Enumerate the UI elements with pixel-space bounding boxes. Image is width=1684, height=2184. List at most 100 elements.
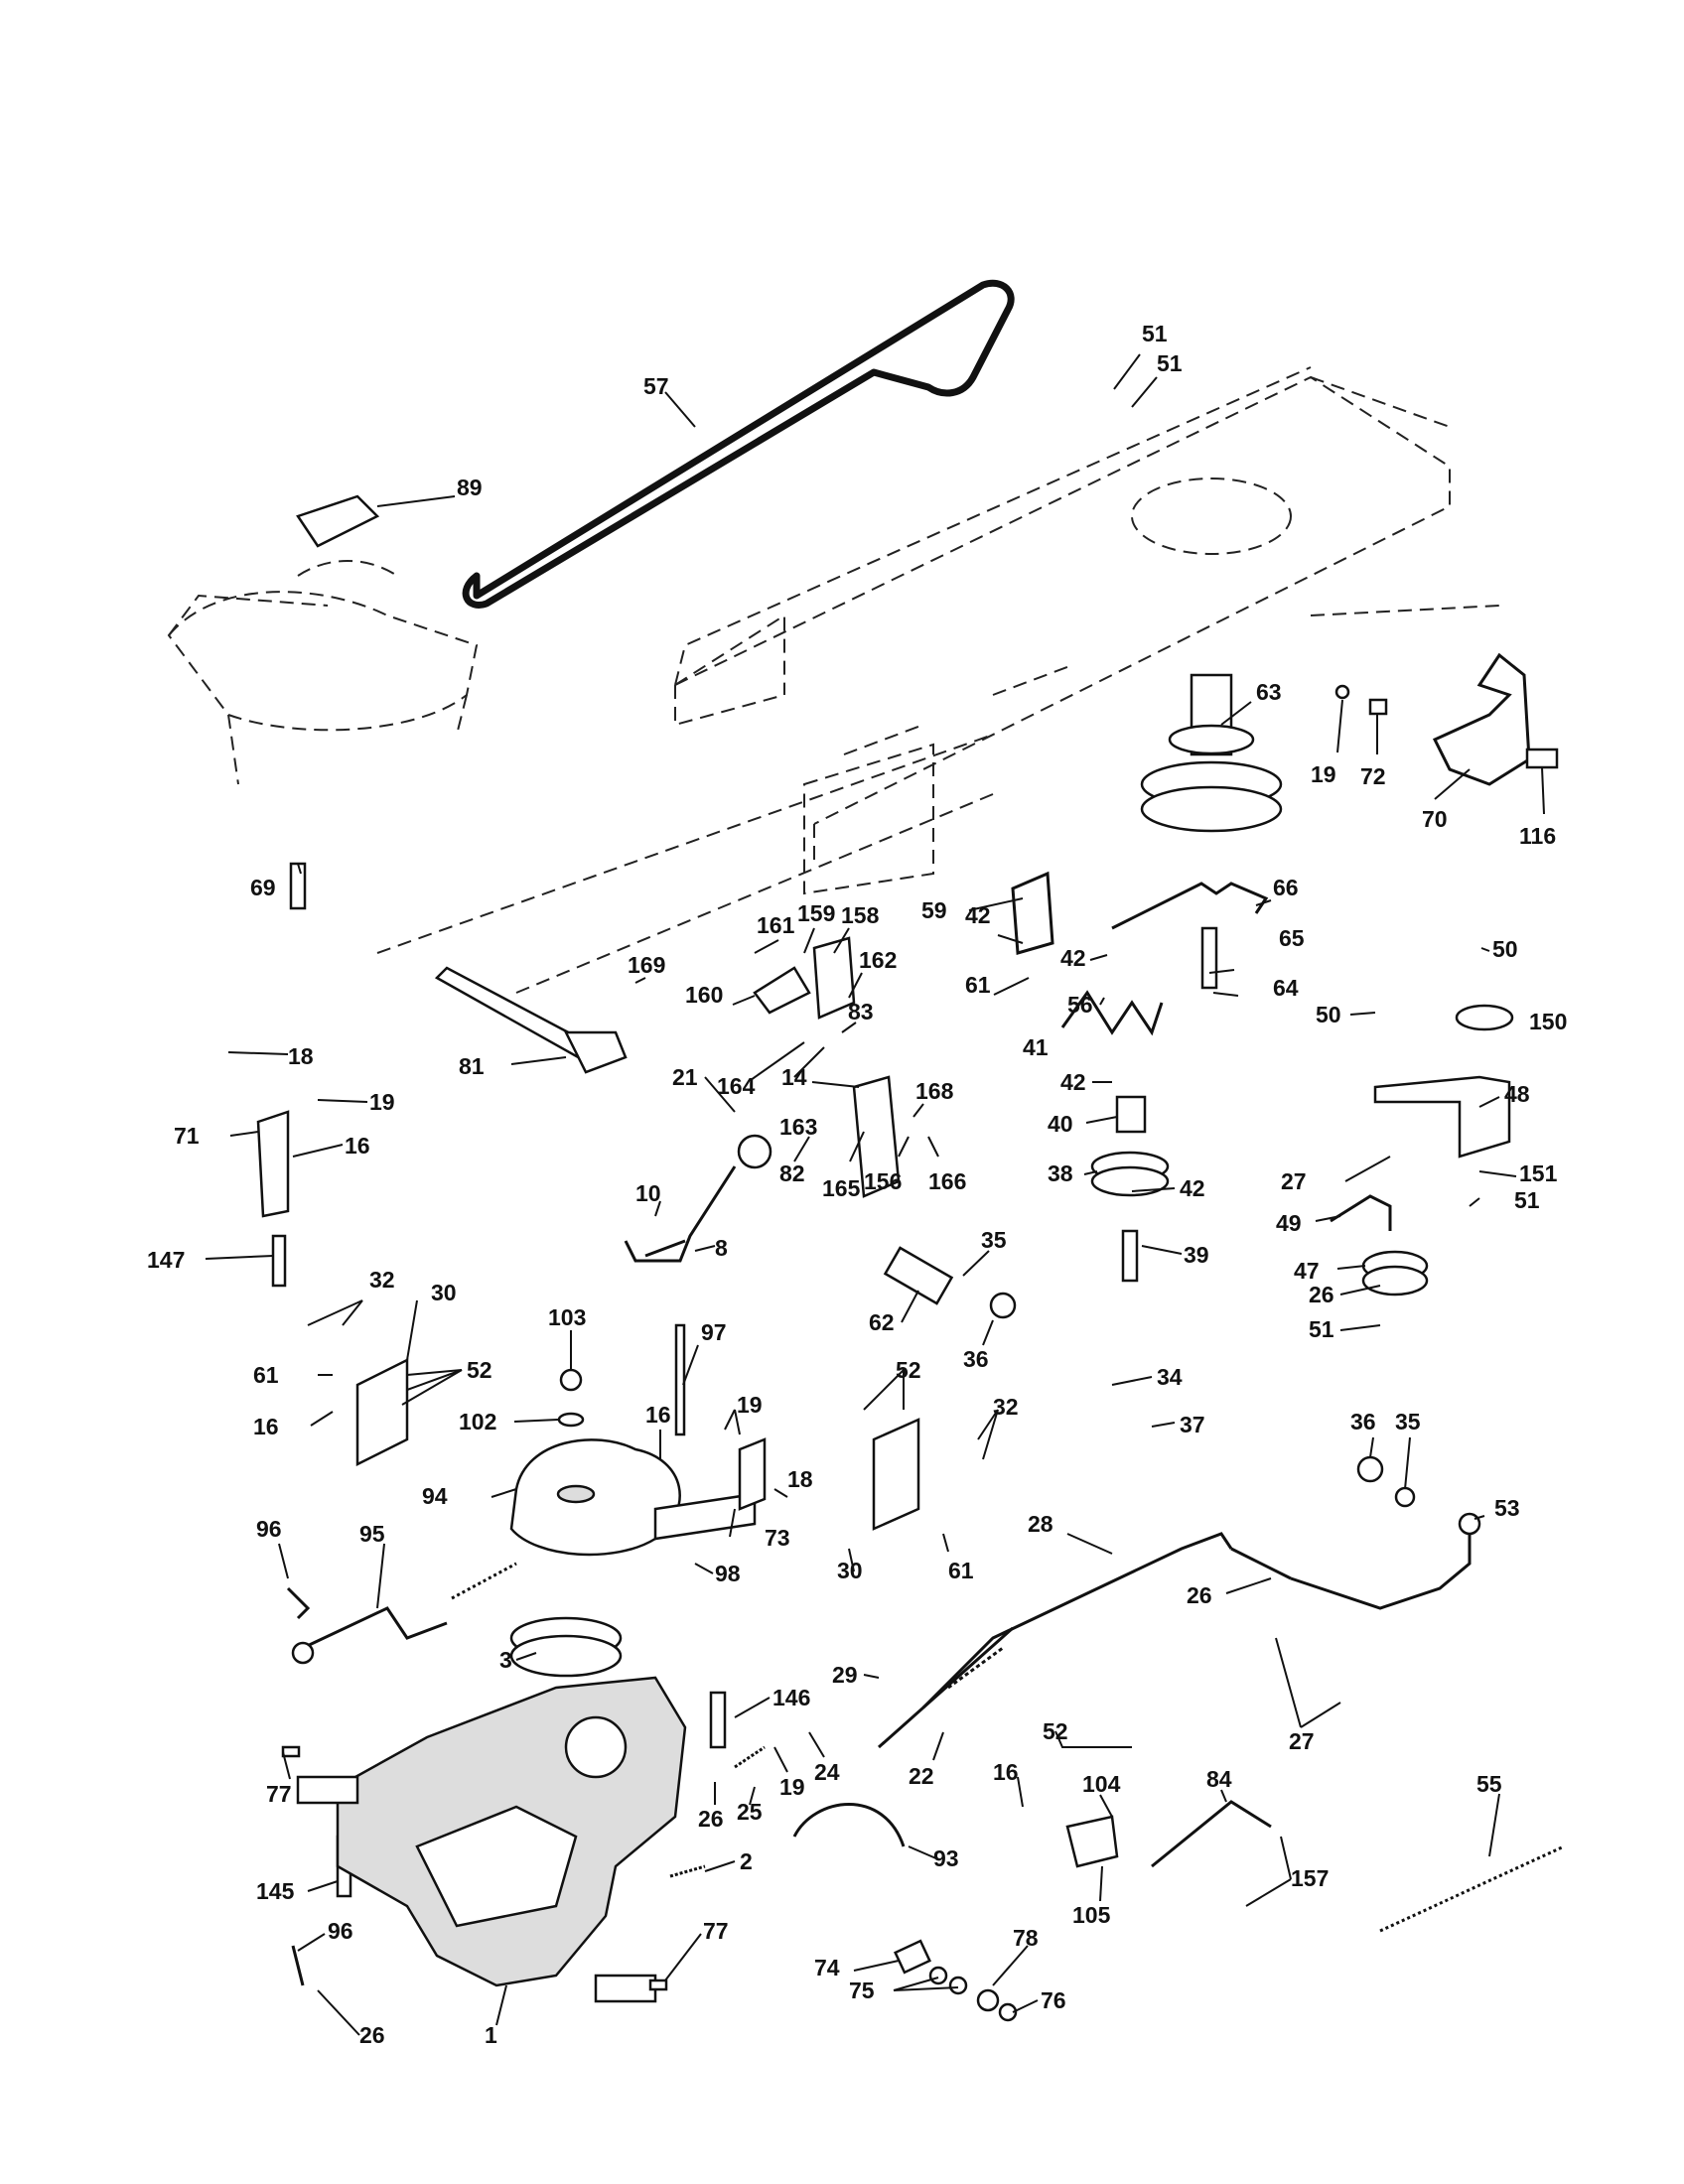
callout-25: 25 — [737, 1799, 763, 1825]
callout-26: 26 — [1309, 1282, 1334, 1307]
callout-27: 27 — [1281, 1168, 1307, 1194]
callout-16: 16 — [645, 1402, 671, 1428]
part-glyphs — [256, 494, 1565, 2022]
callout-56: 56 — [1067, 992, 1093, 1018]
callout-63: 63 — [1256, 679, 1282, 705]
callout-105: 105 — [1072, 1902, 1111, 1928]
callout-169: 169 — [628, 952, 665, 978]
callout-42: 42 — [965, 902, 991, 928]
callout-70: 70 — [1422, 806, 1448, 832]
callout-19: 19 — [1311, 761, 1336, 787]
callout-82: 82 — [779, 1160, 805, 1186]
callout-40: 40 — [1048, 1111, 1073, 1137]
callout-147: 147 — [147, 1247, 185, 1273]
callout-19: 19 — [737, 1392, 763, 1418]
callout-35: 35 — [981, 1227, 1007, 1253]
callout-51: 51 — [1309, 1316, 1334, 1342]
callout-157: 157 — [1291, 1865, 1329, 1891]
callout-41: 41 — [1023, 1034, 1049, 1060]
callout-8: 8 — [715, 1235, 728, 1261]
callout-21: 21 — [672, 1064, 698, 1090]
callout-18: 18 — [288, 1043, 314, 1069]
callout-97: 97 — [701, 1319, 727, 1345]
callout-73: 73 — [765, 1525, 790, 1551]
chassis-frame — [376, 366, 1500, 994]
callout-55: 55 — [1476, 1771, 1502, 1797]
callout-50: 50 — [1492, 936, 1518, 962]
callout-65: 65 — [1279, 925, 1305, 951]
callout-34: 34 — [1157, 1364, 1183, 1390]
callout-10: 10 — [635, 1180, 661, 1206]
callout-24: 24 — [814, 1759, 840, 1785]
callout-14: 14 — [781, 1064, 807, 1090]
callout-74: 74 — [814, 1955, 840, 1980]
callout-76: 76 — [1041, 1987, 1066, 2013]
callout-71: 71 — [174, 1123, 200, 1149]
callout-3: 3 — [499, 1647, 512, 1673]
callout-151: 151 — [1519, 1160, 1558, 1186]
callout-labels: 57 89 51 51 63 19 72 70 116 69 59 66 42 … — [147, 321, 1567, 2048]
callout-146: 146 — [772, 1685, 810, 1710]
callout-37: 37 — [1180, 1412, 1205, 1437]
callout-50: 50 — [1316, 1002, 1341, 1027]
drive-belt — [462, 279, 1015, 609]
callout-162: 162 — [859, 947, 897, 973]
callout-89: 89 — [457, 475, 483, 500]
callout-69: 69 — [250, 875, 276, 900]
callout-98: 98 — [715, 1561, 741, 1586]
callout-57: 57 — [643, 373, 669, 399]
callout-77: 77 — [266, 1781, 292, 1807]
callout-22: 22 — [909, 1763, 934, 1789]
callout-83: 83 — [848, 999, 874, 1024]
callout-61: 61 — [965, 972, 991, 998]
callout-166: 166 — [928, 1168, 966, 1194]
callout-49: 49 — [1276, 1210, 1302, 1236]
callout-93: 93 — [933, 1845, 959, 1871]
callout-42: 42 — [1060, 1069, 1086, 1095]
callout-72: 72 — [1360, 763, 1386, 789]
callout-62: 62 — [869, 1309, 895, 1335]
callout-66: 66 — [1273, 875, 1299, 900]
callout-51: 51 — [1157, 350, 1183, 376]
callout-145: 145 — [256, 1878, 295, 1904]
callout-52: 52 — [1043, 1718, 1068, 1744]
callout-78: 78 — [1013, 1925, 1039, 1951]
callout-64: 64 — [1273, 975, 1299, 1001]
callout-150: 150 — [1529, 1009, 1567, 1034]
callout-38: 38 — [1048, 1160, 1073, 1186]
callout-116: 116 — [1519, 823, 1556, 849]
callout-94: 94 — [422, 1483, 448, 1509]
callout-52: 52 — [467, 1357, 492, 1383]
callout-160: 160 — [685, 982, 723, 1008]
callout-164: 164 — [717, 1073, 756, 1099]
callout-36: 36 — [1350, 1409, 1376, 1434]
callout-165: 165 — [822, 1175, 861, 1201]
callout-75: 75 — [849, 1978, 875, 2003]
callout-53: 53 — [1494, 1495, 1520, 1521]
callout-28: 28 — [1028, 1511, 1053, 1537]
callout-51: 51 — [1142, 321, 1168, 346]
callout-61: 61 — [948, 1558, 974, 1583]
callout-102: 102 — [459, 1409, 496, 1434]
rear-fender-outline — [167, 560, 479, 785]
callout-61: 61 — [253, 1362, 279, 1388]
callout-16: 16 — [253, 1414, 279, 1439]
callout-42: 42 — [1180, 1175, 1205, 1201]
callout-81: 81 — [459, 1053, 485, 1079]
callout-32: 32 — [993, 1394, 1019, 1420]
callout-163: 163 — [779, 1114, 817, 1140]
callout-158: 158 — [841, 902, 880, 928]
callout-16: 16 — [993, 1759, 1019, 1785]
callout-26: 26 — [1187, 1582, 1212, 1608]
callout-16: 16 — [345, 1133, 370, 1159]
callout-51: 51 — [1514, 1187, 1540, 1213]
callout-48: 48 — [1504, 1081, 1530, 1107]
callout-95: 95 — [359, 1521, 385, 1547]
callout-168: 168 — [915, 1078, 954, 1104]
callout-2: 2 — [740, 1848, 753, 1874]
callout-161: 161 — [757, 912, 795, 938]
callout-29: 29 — [832, 1662, 858, 1688]
callout-156: 156 — [864, 1168, 902, 1194]
leader-lines — [205, 353, 1545, 2036]
